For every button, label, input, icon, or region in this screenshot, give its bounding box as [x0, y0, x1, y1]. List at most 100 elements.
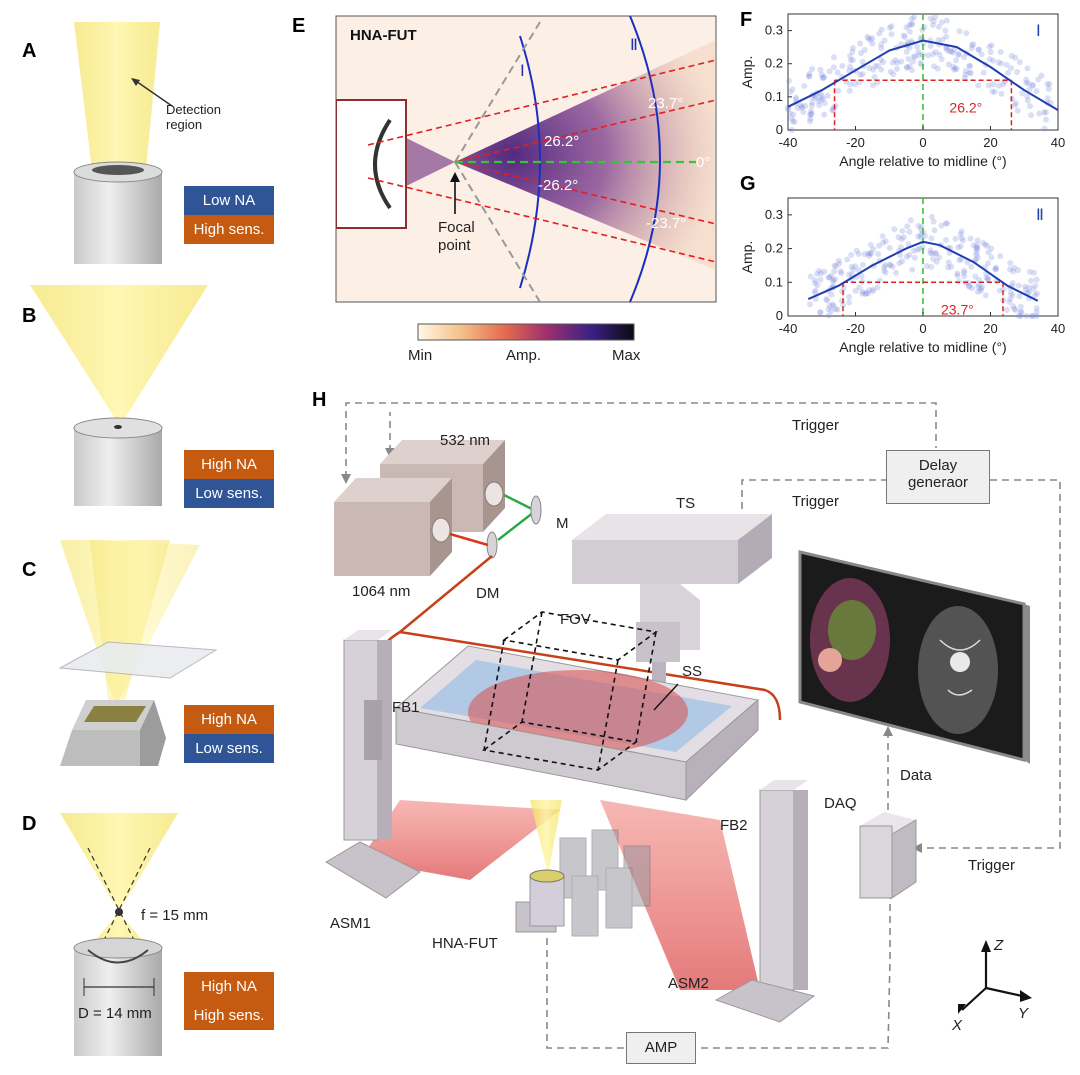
- data-point: [910, 247, 917, 254]
- data-point: [875, 251, 882, 258]
- data-point: [1016, 59, 1023, 66]
- data-point: [1015, 282, 1022, 289]
- data-point: [975, 281, 982, 288]
- data-point: [972, 256, 979, 263]
- data-point: [821, 73, 828, 80]
- data-point: [874, 79, 881, 86]
- data-point: [978, 51, 985, 58]
- data-point: [1033, 309, 1040, 316]
- data-point: [874, 284, 881, 291]
- data-point: [814, 282, 821, 289]
- x-axis-label: Angle relative to midline (°): [839, 153, 1006, 169]
- data-point: [806, 73, 813, 80]
- data-point: [882, 238, 889, 245]
- data-point: [966, 283, 973, 290]
- data-point: [785, 106, 792, 113]
- fov-box: [482, 611, 658, 771]
- axis-x-label: X: [951, 1017, 963, 1034]
- axis-triad: [961, 950, 1023, 1011]
- data-point: [942, 220, 949, 227]
- data-point: [992, 266, 999, 273]
- data-point: [808, 107, 815, 114]
- data-point: [973, 244, 980, 251]
- data-point: [1008, 65, 1015, 72]
- x-tick-label: -20: [846, 321, 865, 336]
- data-point: [859, 58, 866, 65]
- data-point: [936, 51, 943, 58]
- x-tick-label: 0: [919, 321, 926, 336]
- data-point: [1028, 277, 1035, 284]
- y-tick-label: 0.1: [765, 89, 783, 104]
- annotation-arrow-a: [132, 78, 173, 107]
- data-point: [858, 273, 865, 280]
- gray-guide-lower: [454, 161, 541, 302]
- data-point: [1012, 100, 1019, 107]
- data-point: [1012, 102, 1019, 109]
- data-point: [800, 109, 807, 116]
- data-point: [1024, 93, 1031, 100]
- transducer-curve: [373, 118, 392, 210]
- data-point: [840, 301, 847, 308]
- data-point: [787, 89, 794, 96]
- data-point: [984, 276, 991, 283]
- data-point: [920, 40, 927, 47]
- data-point: [952, 65, 959, 72]
- data-point: [806, 70, 813, 77]
- arrowhead-icon: [883, 726, 893, 736]
- data-point: [958, 256, 965, 263]
- field-map-title: HNA-FUT: [350, 27, 417, 44]
- data-point: [977, 287, 984, 294]
- panel-letter-d: D: [22, 813, 36, 835]
- fov-label: FOV: [560, 611, 591, 628]
- data-point: [951, 66, 958, 73]
- data-point: [901, 33, 908, 40]
- data-point: [996, 287, 1003, 294]
- data-point: [961, 74, 968, 81]
- data-point: [968, 263, 975, 270]
- data-point: [980, 69, 987, 76]
- data-point: [847, 81, 854, 88]
- ss-pointer: [653, 683, 679, 711]
- data-point: [966, 282, 973, 289]
- data-label: Data: [900, 767, 932, 784]
- data-point: [985, 249, 992, 256]
- data-point: [865, 250, 872, 257]
- data-point: [864, 33, 871, 40]
- data-point: [1031, 292, 1038, 299]
- data-point: [1023, 76, 1030, 83]
- data-point: [906, 251, 913, 258]
- y-tick-label: 0.3: [765, 207, 783, 222]
- data-point: [991, 89, 998, 96]
- data-point: [900, 32, 907, 39]
- data-point: [915, 49, 922, 56]
- data-point: [849, 57, 856, 64]
- data-point: [956, 278, 963, 285]
- data-point: [988, 42, 995, 49]
- data-point: [1017, 308, 1024, 315]
- data-point: [990, 81, 997, 88]
- plot-frame: [787, 13, 1059, 131]
- data-point: [861, 46, 868, 53]
- hna-fut-assembly: [515, 800, 651, 937]
- data-point: [846, 299, 853, 306]
- data-point: [992, 266, 999, 273]
- data-point: [825, 306, 832, 313]
- data-point: [905, 241, 912, 248]
- y-axis-label: Amp.: [739, 56, 755, 89]
- data-point: [966, 69, 973, 76]
- transducer-body-d: [74, 948, 162, 1056]
- asm2-label: ASM2: [668, 975, 709, 992]
- data-point: [878, 41, 885, 48]
- data-point: [831, 268, 838, 275]
- dichroic-mirror: [486, 531, 498, 559]
- laser-1064-label: 1064 nm: [352, 583, 410, 600]
- data-point: [983, 274, 990, 281]
- data-point: [973, 251, 980, 258]
- transducer-element-b: [114, 425, 122, 429]
- data-point: [847, 57, 854, 64]
- data-point: [974, 245, 981, 252]
- data-point: [1011, 305, 1018, 312]
- data-point: [960, 237, 967, 244]
- data-point: [1004, 69, 1011, 76]
- data-point: [947, 48, 954, 55]
